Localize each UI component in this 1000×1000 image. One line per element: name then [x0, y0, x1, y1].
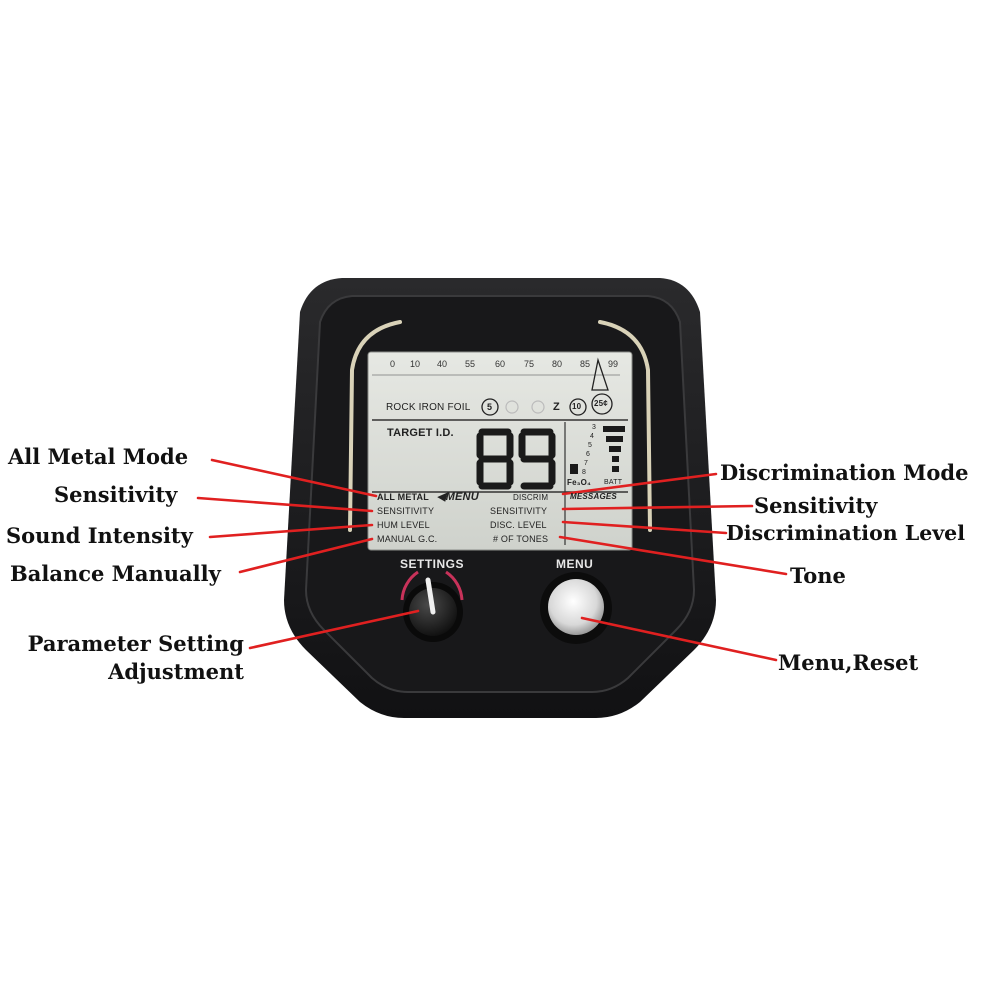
settings-knob-control[interactable] — [403, 582, 463, 642]
lcd-panel — [367, 351, 633, 551]
coin-10-icon — [569, 398, 587, 416]
callout-discrimination-level: Discrimination Level — [726, 521, 966, 545]
callout-sound-intensity: Sound Intensity — [6, 523, 193, 548]
leader-sensitivity-right — [561, 504, 754, 511]
left-menu-item: MANUAL G.C. — [377, 534, 438, 544]
leader-menu — [580, 616, 778, 662]
all-metal-label: ALL METAL — [377, 492, 429, 502]
leader-lines — [196, 458, 788, 662]
callout-balance-manually: Balance Manually — [10, 561, 221, 586]
leader-all-metal — [210, 458, 378, 498]
coin-5-icon — [481, 398, 499, 416]
knob-arrow-left — [400, 570, 419, 601]
scale-tick: 40 — [437, 359, 448, 369]
knob-arrow-right — [445, 570, 464, 601]
depth-tick: 6 — [586, 451, 591, 458]
right-menu-item: # OF TONES — [493, 534, 549, 544]
ring-icon — [505, 400, 519, 414]
scale-tick: 80 — [552, 359, 563, 369]
chrome-highlight-right — [598, 320, 652, 532]
scale-tick: 55 — [465, 359, 476, 369]
coin-5-label: 5 — [487, 402, 493, 412]
callout-parameter-setting: Parameter Setting Adjustment — [10, 630, 244, 687]
depth-tick: 5 — [588, 442, 593, 449]
scale-tick: 60 — [495, 359, 506, 369]
battery-bars — [603, 426, 625, 472]
callout-parameter-line1: Parameter Setting — [27, 631, 244, 656]
depth-tick: 8 — [582, 469, 587, 476]
right-menu-item: DISC. LEVEL — [490, 520, 547, 530]
target-id-digits — [476, 428, 556, 490]
callout-menu-reset: Menu,Reset — [778, 650, 919, 675]
z-label: Z — [553, 401, 560, 413]
messages-label: MESSAGES — [570, 492, 617, 501]
pulltab-icon — [531, 400, 545, 414]
left-menu-item: SENSITIVITY — [377, 506, 435, 516]
fe-label: Fe₃O₄ — [567, 478, 592, 487]
depth-tick: 7 — [584, 460, 589, 467]
settings-knob-label: SETTINGS — [400, 557, 465, 571]
depth-bar — [570, 464, 578, 474]
coin-10-label: 10 — [572, 402, 582, 411]
callout-parameter-line2: Adjustment — [108, 659, 244, 685]
menu-button-label: MENU — [556, 557, 594, 571]
scale-tick: 0 — [390, 359, 396, 369]
battery-label: BATT — [604, 479, 623, 486]
scale-tick: 10 — [410, 359, 421, 369]
leader-tone — [558, 535, 788, 576]
scale-tick: 75 — [524, 359, 535, 369]
coin-25-icon — [591, 393, 613, 415]
chrome-highlight-left — [348, 320, 402, 532]
callout-sensitivity-left: Sensitivity — [54, 482, 178, 507]
left-menu-item: HUM LEVEL — [377, 520, 430, 530]
leader-sound-intensity — [208, 523, 374, 539]
leader-discrimination-level — [561, 520, 728, 535]
leader-discrimination-mode — [561, 472, 718, 496]
coin-25-label: 25¢ — [594, 399, 608, 408]
callout-all-metal-mode: All Metal Mode — [8, 444, 189, 469]
strength-triangle-icon — [591, 357, 609, 391]
depth-tick: 3 — [592, 424, 597, 431]
target-id-label: TARGET I.D. — [387, 427, 454, 439]
depth-tick: 4 — [590, 433, 595, 440]
callout-tone: Tone — [790, 563, 846, 588]
callout-discrimination-mode: Discrimination Mode — [720, 460, 969, 485]
scale-tick: 99 — [608, 359, 619, 369]
menu-reset-button[interactable] — [540, 572, 612, 644]
leader-sensitivity-left — [196, 496, 374, 513]
callout-sensitivity-right: Sensitivity — [754, 493, 878, 518]
leader-balance — [238, 537, 374, 574]
scale-tick: 85 — [580, 359, 591, 369]
menu-indicator: ◀MENU — [437, 491, 479, 503]
target-types-label: ROCK IRON FOIL — [386, 402, 471, 413]
right-menu-item: SENSITIVITY — [490, 506, 548, 516]
discrim-label: DISCRIM — [513, 493, 549, 502]
leader-parameter — [248, 609, 420, 650]
